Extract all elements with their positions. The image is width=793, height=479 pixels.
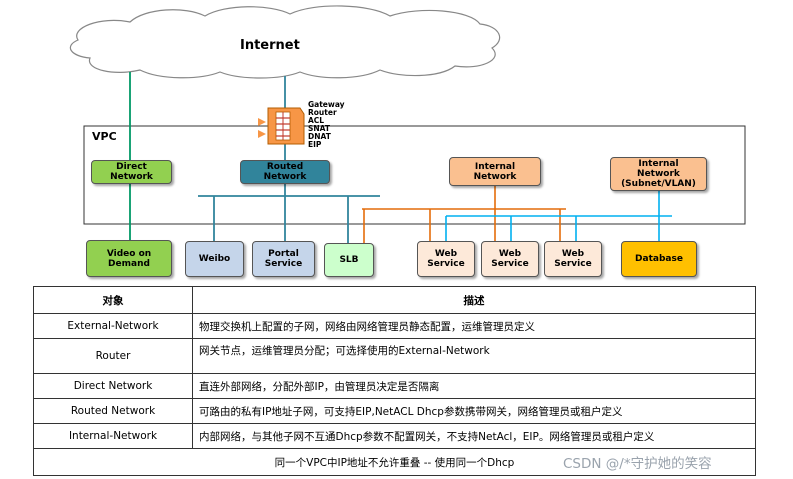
column-header-object: 对象	[33, 286, 193, 314]
table-row: Routed Network 可路由的私有IP地址子网，可支持EIP,NetAC…	[33, 398, 756, 424]
description-cell: 网关节点，运维管理员分配；可选择使用的External-Network	[192, 338, 756, 374]
slb-node: SLB	[324, 243, 374, 277]
web-service-node: Web Service	[544, 241, 602, 277]
video-on-demand-node: Video on Demand	[86, 240, 172, 277]
gateway-feature: Router	[308, 108, 337, 117]
gateway-feature: EIP	[308, 140, 322, 149]
table-note-row: 同一个VPC中IP地址不允许重叠 -- 使用同一个Dhcp	[33, 448, 756, 476]
gateway-feature: DNAT	[308, 132, 331, 141]
routed-network-node: Routed Network	[240, 160, 330, 184]
gateway-feature: SNAT	[308, 124, 331, 133]
table-note: 同一个VPC中IP地址不允许重叠 -- 使用同一个Dhcp	[33, 448, 756, 476]
description-cell: 内部网络，与其他子网不互通Dhcp参数不配置网关，不支持NetAcl，EIP。网…	[192, 423, 756, 449]
description-cell: 物理交换机上配置的子网，网络由网络管理员静态配置，运维管理员定义	[192, 313, 756, 339]
description-cell: 直连外部网络，分配外部IP，由管理员决定是否隔离	[192, 373, 756, 399]
gateway-feature: ACL	[308, 116, 325, 125]
firewall-icon	[258, 107, 305, 145]
object-cell: Internal-Network	[33, 423, 193, 449]
object-cell: Router	[33, 338, 193, 374]
portal-service-node: Portal Service	[252, 241, 315, 277]
object-cell: Routed Network	[33, 398, 193, 424]
object-cell: External-Network	[33, 313, 193, 339]
table-row: Direct Network 直连外部网络，分配外部IP，由管理员决定是否隔离	[33, 373, 756, 399]
gateway-feature: Gateway	[308, 100, 345, 109]
object-cell: Direct Network	[33, 373, 193, 399]
vpc-boundary	[83, 125, 746, 225]
table-header-row: 对象 描述	[33, 286, 756, 314]
internal-subnet-node: Internal Network (Subnet/VLAN)	[610, 157, 707, 191]
internet-cloud	[69, 5, 501, 79]
column-header-description: 描述	[192, 286, 756, 314]
direct-network-node: Direct Network	[91, 160, 172, 184]
vpc-label: VPC	[92, 130, 117, 143]
internal-network-node: Internal Network	[449, 157, 541, 186]
web-service-node: Web Service	[417, 241, 475, 277]
description-cell: 可路由的私有IP地址子网，可支持EIP,NetACL Dhcp参数携带网关，网络…	[192, 398, 756, 424]
network-diagram	[69, 5, 746, 243]
network-description-table: 对象 描述 External-Network 物理交换机上配置的子网，网络由网络…	[33, 286, 756, 476]
table-row: External-Network 物理交换机上配置的子网，网络由网络管理员静态配…	[33, 313, 756, 339]
database-node: Database	[621, 241, 697, 277]
gateway-feature-list: Gateway Router ACL SNAT DNAT EIP	[308, 101, 345, 149]
table-row: Router 网关节点，运维管理员分配；可选择使用的External-Netwo…	[33, 338, 756, 374]
internet-label: Internet	[240, 38, 300, 53]
watermark: CSDN @/*守护她的笑容	[563, 456, 712, 472]
weibo-node: Weibo	[185, 241, 244, 277]
web-service-node: Web Service	[481, 241, 539, 277]
table-row: Internal-Network 内部网络，与其他子网不互通Dhcp参数不配置网…	[33, 423, 756, 449]
